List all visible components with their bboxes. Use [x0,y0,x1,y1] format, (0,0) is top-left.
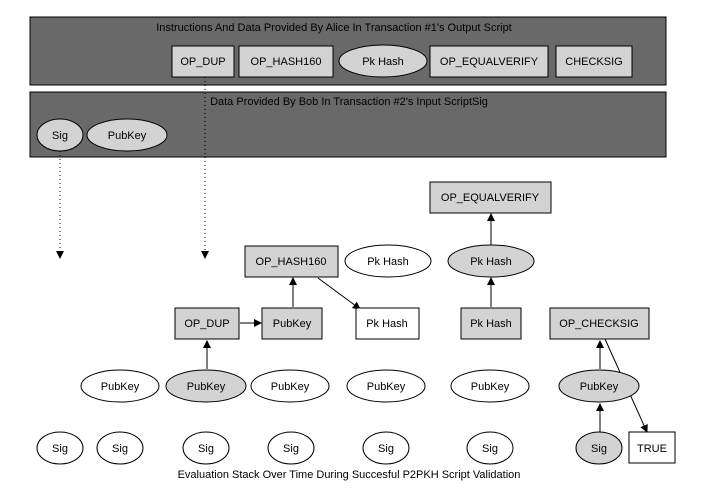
sig-node-5: Sig [362,431,410,465]
alice-op-hash160-node: OP_HASH160 [238,45,334,78]
op-dup-node: OP_DUP [174,307,240,340]
svg-text:OP_HASH160: OP_HASH160 [256,256,327,268]
sig-node-6: Sig [466,431,514,465]
svg-text:PubKey: PubKey [101,381,140,393]
svg-text:Sig: Sig [112,443,128,455]
pk-hash-node-d: Pk Hash [460,307,522,340]
pubkey-node-4: PubKey [346,369,426,403]
svg-text:Sig: Sig [52,130,68,142]
svg-text:Sig: Sig [283,443,299,455]
alice-cluster: Instructions And Data Provided By Alice … [29,16,667,86]
pubkey-dup-node: PubKey [261,307,323,340]
svg-text:Sig: Sig [591,443,607,455]
svg-text:Sig: Sig [482,443,498,455]
sig-node-4: Sig [267,431,315,465]
svg-text:OP_EQUALVERIFY: OP_EQUALVERIFY [440,56,539,68]
pk-hash-node-c: Pk Hash [355,307,420,340]
diagram-caption: Evaluation Stack Over Time During Succes… [178,469,521,481]
svg-text:PubKey: PubKey [187,381,226,393]
sig-node-3: Sig [182,431,230,465]
svg-text:PubKey: PubKey [471,381,510,393]
svg-text:Pk Hash: Pk Hash [470,318,512,330]
alice-op-equalverify-node: OP_EQUALVERIFY [429,45,549,78]
op-hash160-node: OP_HASH160 [244,245,339,278]
svg-text:PubKey: PubKey [273,318,312,330]
sig-node-7: Sig [575,431,623,465]
svg-text:PubKey: PubKey [108,130,147,142]
svg-text:Pk Hash: Pk Hash [367,256,409,268]
pubkey-node-2: PubKey [165,369,247,403]
svg-text:TRUE: TRUE [637,443,667,455]
bob-cluster-title: Data Provided By Bob In Transaction #2's… [210,96,488,108]
bob-sig-node: Sig [36,118,84,152]
pubkey-node-3: PubKey [250,369,330,403]
svg-text:OP_HASH160: OP_HASH160 [251,56,322,68]
svg-text:PubKey: PubKey [367,381,406,393]
bob-cluster: Data Provided By Bob In Transaction #2's… [29,91,667,158]
bob-pubkey-node: PubKey [86,118,168,152]
pubkey-node-1: PubKey [80,369,160,403]
svg-text:OP_DUP: OP_DUP [184,318,229,330]
arrow-hash160-to-pkhash [317,277,361,310]
svg-text:OP_DUP: OP_DUP [180,56,225,68]
svg-text:Pk Hash: Pk Hash [362,56,404,68]
svg-text:Sig: Sig [198,443,214,455]
true-node: TRUE [628,431,676,464]
svg-text:PubKey: PubKey [271,381,310,393]
sig-node-2: Sig [96,431,144,465]
svg-text:Pk Hash: Pk Hash [470,256,512,268]
pubkey-node-6: PubKey [558,369,640,403]
alice-op-dup-node: OP_DUP [171,45,235,78]
pk-hash-node-a: Pk Hash [344,244,432,278]
pk-hash-node-b: Pk Hash [447,244,535,278]
svg-text:Sig: Sig [52,443,68,455]
svg-text:CHECKSIG: CHECKSIG [565,56,622,68]
alice-pk-hash-node: Pk Hash [338,44,428,78]
svg-text:Sig: Sig [378,443,394,455]
svg-text:PubKey: PubKey [580,381,619,393]
alice-checksig-node: CHECKSIG [555,45,633,78]
svg-text:Pk Hash: Pk Hash [366,318,408,330]
op-checksig-node: OP_CHECKSIG [549,307,650,340]
svg-text:OP_EQUALVERIFY: OP_EQUALVERIFY [441,192,540,204]
pubkey-node-5: PubKey [450,369,530,403]
svg-text:OP_CHECKSIG: OP_CHECKSIG [559,318,638,330]
alice-cluster-title: Instructions And Data Provided By Alice … [156,22,512,34]
sig-node-1: Sig [36,431,84,465]
op-equalverify-node: OP_EQUALVERIFY [429,181,552,214]
